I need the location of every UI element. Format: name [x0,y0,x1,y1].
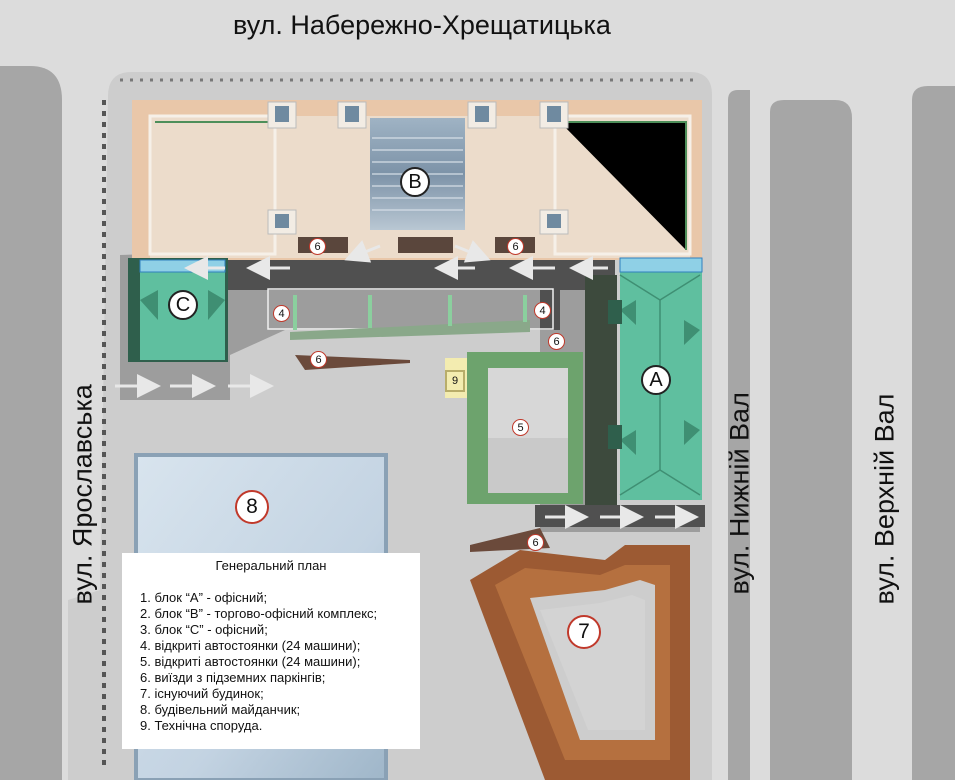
marker-exit-5: 6 [527,534,544,551]
legend-item: 5. відкриті автостоянки (24 машини); [140,654,361,669]
marker-construction-site: 8 [235,490,269,524]
street-label-yaroslavska: вул. Ярославська [67,384,98,605]
traffic-arrows [115,240,699,529]
marker-block-a: A [641,365,671,395]
marker-exit-1: 6 [309,238,326,255]
marker-block-c: C [168,290,198,320]
marker-block-b: B [400,167,430,197]
street-label-naberezhno-khreshchatytska: вул. Набережно-Хрещатицька [233,10,611,40]
marker-parking-4-right: 4 [534,302,551,319]
legend-item: 7. існуючий будинок; [140,686,264,701]
street-label-nyzhnii-val: вул. Нижній Вал [724,392,755,595]
marker-parking-4-left: 4 [273,305,290,322]
street-surfaces [0,56,955,780]
legend-title: Генеральний план [215,558,327,573]
street-label-verkhnii-val: вул. Верхній Вал [869,393,900,605]
legend-item: 8. будівельний майданчик; [140,702,301,717]
legend-item: 9. Технічна споруда. [140,718,263,733]
legend-item: 1. блок “А” - офісний; [140,590,268,605]
parking-open-5 [467,352,583,504]
marker-exit-2: 6 [507,238,524,255]
block-b [132,100,702,260]
legend-panel: Генеральний план 1. блок “А” - офісний; … [122,553,420,749]
marker-exit-3: 6 [548,333,565,350]
ramp-b-2 [398,237,453,253]
existing-building-7 [470,545,690,780]
legend-item: 2. блок “В” - торгово-офісний комплекс; [140,606,378,621]
legend-item: 4. відкриті автостоянки (24 машини); [140,638,361,653]
parking-open-4 [267,288,554,340]
legend-item: 3. блок “С” - офісний; [140,622,268,637]
marker-exit-4: 6 [310,351,327,368]
marker-parking-5: 5 [512,419,529,436]
legend-list: 1. блок “А” - офісний; 2. блок “В” - тор… [134,590,408,734]
marker-existing-building: 7 [567,615,601,649]
legend-item: 6. виїзди з підземних паркінгів; [140,670,326,685]
marker-technical-building: 9 [445,370,465,392]
